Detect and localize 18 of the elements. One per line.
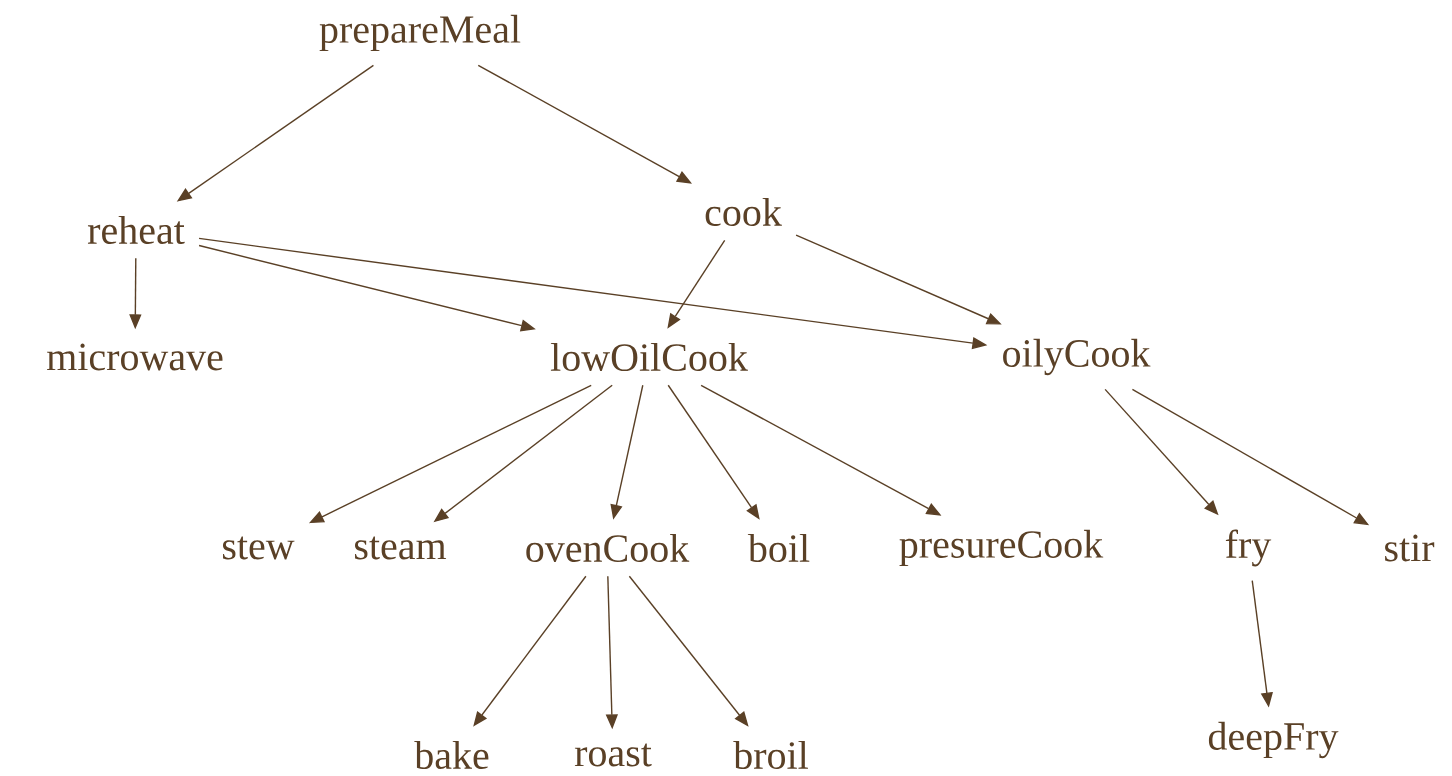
node-label: lowOilCook: [550, 342, 748, 372]
node-label: roast: [574, 743, 652, 767]
node-label: bake: [414, 740, 489, 770]
node-label: broil: [733, 740, 808, 770]
arrow: [477, 64, 692, 184]
node-label: ovenCook: [526, 533, 690, 563]
node-label: steam: [355, 536, 447, 560]
node-label: reheat: [87, 215, 185, 245]
node-label: boil: [747, 533, 810, 563]
node-label: prepareMeal: [319, 14, 521, 52]
node-label: fry: [1225, 529, 1272, 567]
node-label: microwave: [47, 343, 223, 371]
node-label: oilyCook: [1003, 338, 1151, 376]
node-label: cook: [705, 197, 782, 227]
node-label: presureCook: [899, 529, 1104, 567]
node-label: stew: [223, 536, 295, 560]
node-label: deepFry: [1208, 721, 1339, 759]
node-label: stir: [1385, 534, 1435, 562]
